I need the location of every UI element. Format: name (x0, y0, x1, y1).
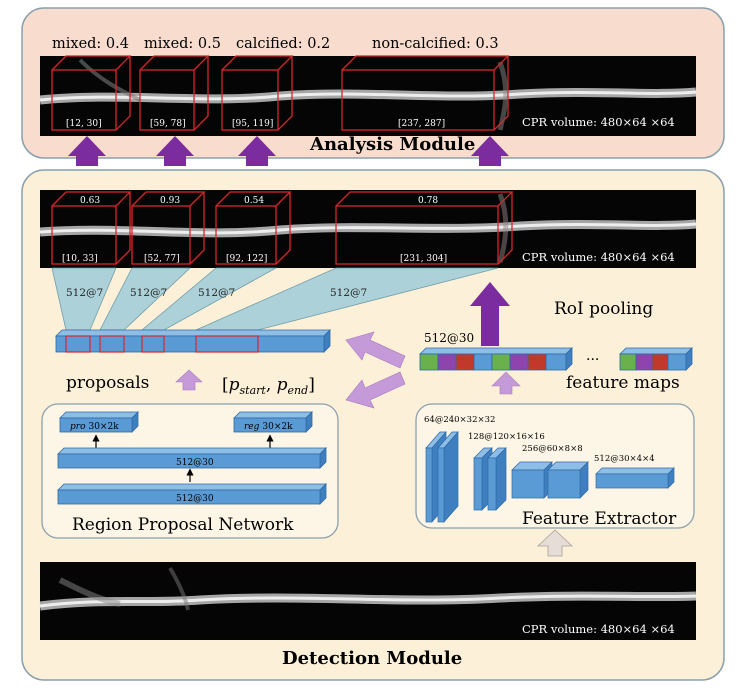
analysis-range-3: [95, 119] (232, 119, 273, 129)
analysis-boxes (51, 55, 510, 131)
pooling-projections (51, 267, 499, 331)
rpn-title: Region Proposal Network (72, 515, 294, 535)
pooled-dims: 512@7 512@7 512@7 512@7 (66, 287, 367, 299)
detection-box-1 (51, 191, 132, 265)
fe-dim-1: 64@240×32×32 (424, 415, 495, 425)
analysis-range-1: [12, 30] (66, 119, 102, 129)
detection-range-2: [52, 77] (144, 254, 180, 264)
rpn-arrows (92, 434, 274, 482)
arrow-up-from-extractor (491, 371, 521, 395)
detection-module-title: Detection Module (282, 648, 462, 669)
detection-cpr-label-top: CPR volume: 480×64 ×64 (522, 250, 675, 264)
analysis-cpr-image (39, 56, 697, 136)
fe-dim-4: 512@30×4×4 (594, 454, 655, 464)
rpn-bottom-layer (57, 483, 327, 505)
fe-block-4 (595, 467, 675, 489)
proposals-label: proposals (66, 373, 149, 393)
analysis-box-2 (139, 55, 210, 131)
detection-cpr-label-bottom: CPR volume: 480×64 ×64 (522, 622, 675, 636)
up-arrow-3 (238, 136, 276, 166)
analysis-labels: mixed: 0.4 mixed: 0.5 calcified: 0.2 non… (52, 36, 499, 52)
feature-maps-label: feature maps (566, 373, 680, 393)
rpn-mid-layer (57, 447, 327, 469)
analysis-label-4: non-calcified: 0.3 (372, 36, 499, 52)
fe-block-2 (473, 447, 507, 511)
arrow-to-features (345, 371, 406, 409)
feature-extractor-dims: 64@240×32×32 128@120×16×16 256@60×8×8 51… (424, 415, 655, 464)
detection-range-1: [10, 33] (62, 254, 98, 264)
roi-pooling-arrow (470, 282, 510, 346)
detection-score-1: 0.63 (80, 196, 100, 206)
detection-score-3: 0.54 (244, 196, 264, 206)
detection-score-2: 0.93 (160, 196, 180, 206)
lavender-arrows (175, 331, 521, 409)
rpn-reg-layer (233, 411, 313, 433)
up-arrow-4 (471, 136, 509, 166)
detection-range-4: [231, 304] (400, 254, 447, 264)
proposal-bar (55, 329, 331, 353)
fe-dim-3: 256@60×8×8 (522, 444, 583, 454)
rpn-mid-label: 512@30 (176, 458, 214, 468)
rpn-pro-layer (59, 411, 139, 433)
analysis-label-2: mixed: 0.5 (144, 36, 221, 52)
detection-range-3: [92, 122] (226, 254, 267, 264)
analysis-cpr-label: CPR volume: 480×64 ×64 (522, 115, 675, 129)
feature-maps-ellipsis: ... (586, 348, 599, 364)
analysis-ranges: [12, 30] [59, 78] [95, 119] [237, 287] (66, 119, 445, 129)
detection-boxes (51, 191, 514, 265)
analysis-module-title: Analysis Module (309, 134, 475, 155)
pooled-dim-4: 512@7 (330, 287, 367, 299)
feature-dim-label: 512@30 (424, 331, 474, 345)
pooled-dim-1: 512@7 (66, 287, 103, 299)
analysis-box-4 (341, 55, 510, 131)
feature-map-bar-2 (619, 347, 693, 371)
roi-pooling-label: RoI pooling (554, 299, 653, 319)
purple-up-arrows (68, 136, 509, 166)
detection-cpr-image-bottom (39, 562, 697, 640)
fe-block-1 (425, 431, 459, 523)
detection-ranges: [10, 33] [52, 77] [92, 122] [231, 304] (62, 254, 447, 264)
pooled-dim-3: 512@7 (198, 287, 235, 299)
analysis-box-1 (51, 55, 132, 131)
feature-extractor-title: Feature Extractor (522, 509, 677, 529)
fe-dim-2: 128@120×16×16 (468, 432, 545, 442)
analysis-label-1: mixed: 0.4 (52, 36, 129, 52)
analysis-label-3: calcified: 0.2 (236, 36, 330, 52)
feature-map-bar-1 (419, 347, 573, 371)
proposal-range-formula: [pstart, pend] (222, 375, 315, 397)
detection-score-4: 0.78 (418, 196, 438, 206)
detection-scores: 0.63 0.93 0.54 0.78 (80, 196, 438, 206)
arrow-to-proposals (345, 331, 406, 369)
gray-up-arrow (536, 529, 574, 557)
pooled-dim-2: 512@7 (130, 287, 167, 299)
analysis-range-4: [237, 287] (398, 119, 445, 129)
detection-box-4 (335, 191, 514, 265)
detection-cpr-image-top (39, 190, 697, 268)
detection-box-3 (215, 191, 292, 265)
up-arrow-1 (68, 136, 106, 166)
detection-box-2 (131, 191, 206, 265)
analysis-range-2: [59, 78] (150, 119, 186, 129)
rpn-bottom-label: 512@30 (176, 494, 214, 504)
fe-block-3 (511, 461, 589, 499)
analysis-box-3 (221, 55, 294, 131)
arrow-to-proposals-label (175, 369, 203, 391)
up-arrow-2 (156, 136, 194, 166)
